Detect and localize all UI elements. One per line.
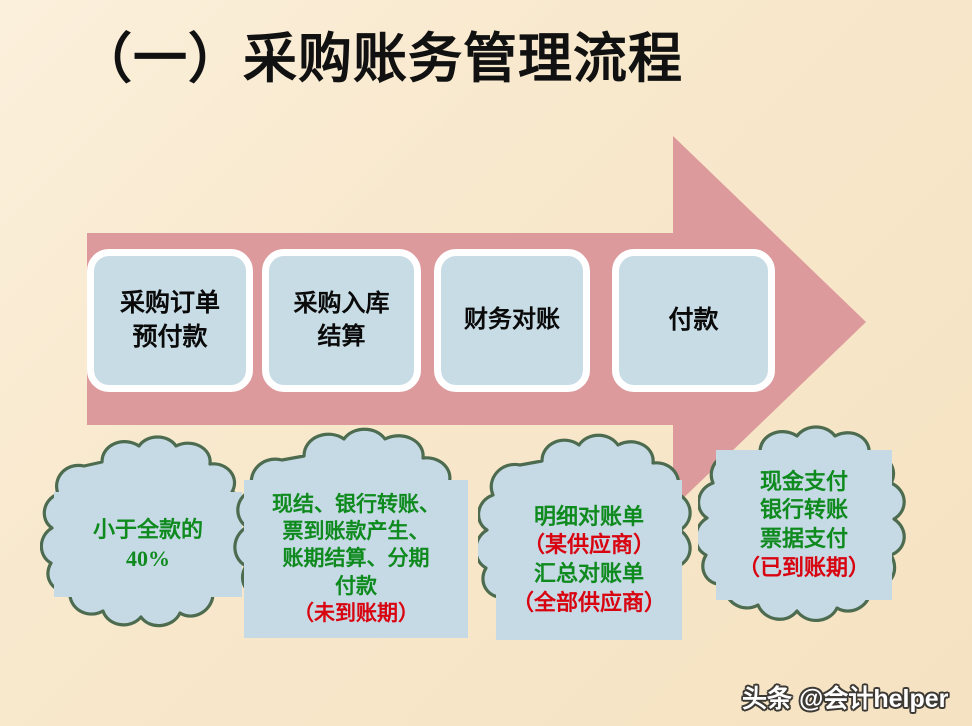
cloud-callout-2-text: 现结、银行转账、 票到账款产生、 账期结算、分期 付款 （未到账期） xyxy=(244,480,468,638)
callout-line: 付款 xyxy=(335,573,377,598)
cloud-callout-2: 现结、银行转账、 票到账款产生、 账期结算、分期 付款 （未到账期） xyxy=(232,424,480,670)
callout-line: 40% xyxy=(126,545,170,571)
callout-line: （未到账期） xyxy=(293,600,419,625)
flow-step-line2: 结算 xyxy=(317,323,366,350)
flow-step-label: 财务对账 xyxy=(464,304,560,336)
cloud-callout-1: 小于全款的 40% xyxy=(40,432,256,654)
callout-line: 现金支付 xyxy=(759,468,848,494)
callout-line: 明细对账单 xyxy=(533,503,644,529)
page-title: （一）采购账务管理流程 xyxy=(78,29,683,89)
flow-step-box-3[interactable]: 财务对账 xyxy=(434,249,590,392)
callout-line: 账期结算、分期 xyxy=(282,546,430,571)
cloud-callout-3: 明细对账单 （某供应商） 汇总对账单 （全部供应商） xyxy=(478,430,700,668)
callout-line: 票据支付 xyxy=(759,526,848,551)
callout-line: 现结、银行转账、 xyxy=(272,491,440,516)
flow-step-line2: 预付款 xyxy=(132,323,208,351)
watermark: 头条 @会计helper xyxy=(742,685,949,713)
cloud-callout-4-text: 现金支付 银行转账 票据支付 （已到账期） xyxy=(716,450,892,600)
flow-step-box-4[interactable]: 付款 xyxy=(612,249,775,392)
flow-step-box-2[interactable]: 采购入库 结算 xyxy=(262,249,421,392)
cloud-callout-1-text: 小于全款的 40% xyxy=(54,492,242,597)
callout-line: 银行转账 xyxy=(759,497,848,523)
flow-step-label: 付款 xyxy=(668,304,718,338)
callout-line: 小于全款的 xyxy=(92,516,203,542)
callout-line: （已到账期） xyxy=(737,554,870,580)
callout-line: 汇总对账单 xyxy=(533,561,644,586)
cloud-callout-3-text: 明细对账单 （某供应商） 汇总对账单 （全部供应商） xyxy=(496,480,682,640)
callout-line: （某供应商） xyxy=(522,532,655,558)
flow-step-line1: 付款 xyxy=(668,306,719,334)
callout-line: （全部供应商） xyxy=(511,589,666,615)
callout-line: 票到账款产生、 xyxy=(282,519,430,544)
cloud-callout-4: 现金支付 银行转账 票据支付 （已到账期） xyxy=(698,422,914,654)
flow-step-box-1[interactable]: 采购订单 预付款 xyxy=(87,249,253,392)
flow-step-line1: 财务对账 xyxy=(464,307,560,334)
flow-step-label: 采购订单 预付款 xyxy=(120,287,220,355)
flow-step-line1: 采购订单 xyxy=(119,289,220,317)
flow-step-line1: 采购入库 xyxy=(293,291,390,318)
flow-step-label: 采购入库 结算 xyxy=(294,288,390,353)
